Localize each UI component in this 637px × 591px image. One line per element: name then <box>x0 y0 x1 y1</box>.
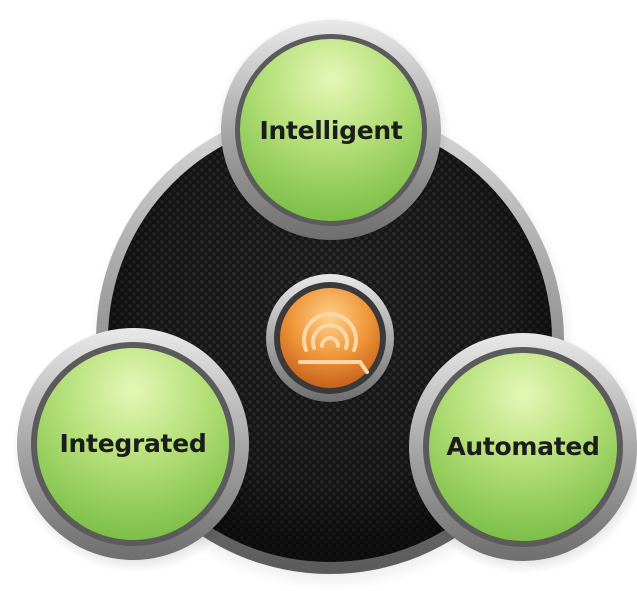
node-automated: Automated <box>403 330 637 574</box>
center-logo <box>261 271 401 411</box>
node-label-intelligent: Intelligent <box>259 116 402 145</box>
node-integrated: Integrated <box>12 325 260 573</box>
node-intelligent: Intelligent <box>214 16 450 252</box>
node-label-integrated: Integrated <box>60 429 207 458</box>
q-signal-logo-icon <box>298 312 369 374</box>
node-label-automated: Automated <box>446 432 599 461</box>
